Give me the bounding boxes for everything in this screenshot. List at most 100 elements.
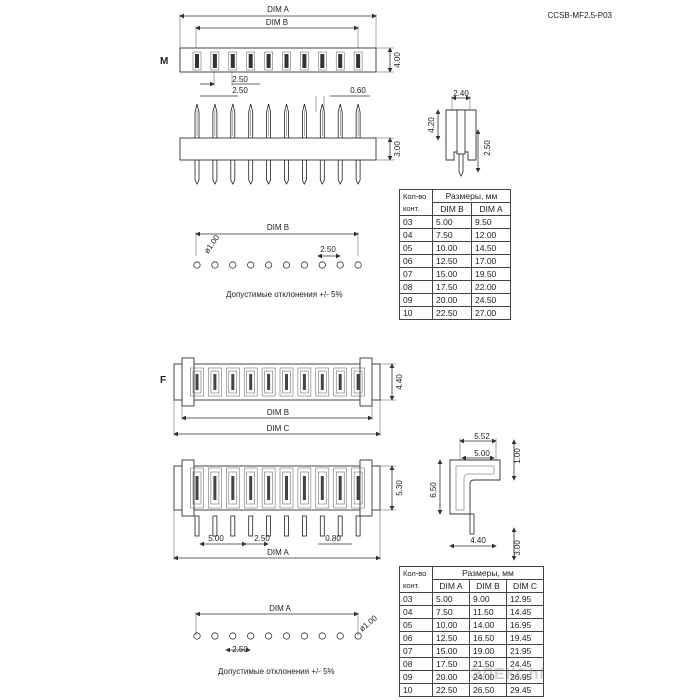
m-dim-a: DIM A: [267, 5, 289, 14]
table-f-cell: 19.00: [469, 644, 507, 658]
f-front-slot: [279, 467, 294, 509]
f-front-contact: [231, 476, 235, 500]
f-front-contact: [249, 476, 253, 500]
f-front-slot-inner: [282, 471, 291, 505]
m-pitch: 2.50: [232, 75, 248, 84]
f-front-contact: [302, 476, 306, 500]
m-footprint-hole: [300, 261, 308, 269]
m-height: 4.00: [393, 52, 402, 68]
m-top-slot: [282, 51, 291, 71]
section-f-label: F: [160, 375, 166, 386]
f-front-pin: [194, 515, 200, 537]
m-footprint-hole: [247, 261, 255, 269]
m-footprint-dim: DIM B: [267, 223, 289, 232]
table-m-cell: 5.00: [432, 215, 472, 229]
m-top-pin: [248, 54, 253, 68]
m-top-slot: [192, 51, 202, 71]
f-front-slot: [243, 467, 258, 509]
table-m-cell: 9.50: [471, 215, 511, 229]
table-m-cell: 10.00: [432, 241, 472, 255]
f-top-contact: [302, 374, 306, 390]
f-front-contact: [320, 476, 324, 500]
m-top-pin: [284, 54, 289, 68]
table-m-header-sizes: Размеры, мм: [432, 189, 511, 203]
f-front-slot-inner: [228, 471, 238, 505]
m-front-pin-bottom: [337, 159, 343, 185]
table-f-cell: 14.00: [469, 618, 507, 632]
f-footprint-hole: [229, 632, 237, 640]
f-front-contact: [267, 476, 271, 500]
m-front-pin-bottom: [266, 159, 271, 185]
table-m-header-dim-a: DIM A: [471, 202, 511, 216]
f-front-slot-inner: [335, 471, 345, 505]
table-f-cell: 04: [399, 605, 433, 619]
f-side-t: 1.00: [513, 448, 522, 464]
table-f-cell: 26.50: [469, 683, 507, 697]
m-top-slot: [228, 51, 238, 71]
table-m-cell: 24.50: [471, 293, 511, 307]
table-f-header-sizes: Размеры, мм: [432, 566, 544, 580]
table-f-cell: 10: [399, 683, 433, 697]
table-f-cell: 09: [399, 670, 433, 684]
f-front-slot: [297, 467, 312, 509]
m-side-top: 4.20: [427, 117, 436, 133]
table-f-cell: 5.00: [432, 592, 470, 606]
f-front-slot-inner: [246, 471, 255, 505]
f-hole-dia: ø1.00: [358, 613, 380, 633]
f-side-pin: 3.00: [513, 540, 522, 556]
table-f-cell: 20.00: [432, 670, 470, 684]
table-f-cell: 08: [399, 657, 433, 671]
table-m-cell: 19.50: [471, 267, 511, 281]
dimensions-table-f: Кол-во конт. Размеры, мм DIM A DIM B DIM…: [399, 566, 544, 697]
f-footprint-hole: [300, 632, 308, 640]
m-front-pin-bottom: [319, 159, 325, 185]
table-m-cell: 17.50: [432, 280, 472, 294]
table-m-cell: 08: [399, 280, 433, 294]
f-top-slot-inner: [282, 370, 291, 394]
f-top-contact: [320, 374, 324, 390]
f-footprint-hole: [354, 632, 362, 640]
table-f-header-dim-b: DIM B: [469, 579, 507, 593]
f-top-slot-inner: [246, 370, 255, 394]
table-f-cell: 16.50: [469, 631, 507, 645]
f-top-slot-inner: [335, 370, 345, 394]
table-f-cell: 22.50: [432, 683, 470, 697]
section-m-label: M: [160, 56, 168, 67]
f-top-slot-inner: [353, 370, 363, 394]
table-f-cell: 11.50: [469, 605, 507, 619]
f-top-slot: [279, 367, 294, 397]
m-footprint-hole: [211, 261, 219, 269]
f-top-slot: [190, 367, 204, 397]
table-f-cell: 07: [399, 644, 433, 658]
f-top-slot: [208, 367, 222, 397]
m-top-pin: [320, 54, 325, 68]
f-tolerance: Допустимые отклонения +/- 5%: [218, 667, 335, 676]
f-front-slot: [351, 467, 365, 509]
m-pin-length: 3.00: [393, 141, 402, 157]
f-footprint-hole: [336, 632, 344, 640]
f-top-slot-inner: [318, 370, 327, 394]
f-top-slot: [315, 367, 330, 397]
table-f-cell: 06: [399, 631, 433, 645]
m-top-pin: [338, 54, 343, 68]
m-top-pin: [302, 54, 307, 68]
f-front-pin: [284, 515, 289, 537]
m-top-pin: [212, 54, 217, 68]
m-footprint-hole: [282, 261, 291, 269]
f-front-slot-inner: [300, 471, 309, 505]
m-front-pin-bottom: [248, 159, 254, 185]
table-m-cell: 05: [399, 241, 433, 255]
f-top-contact: [285, 374, 288, 390]
f-front-pin: [212, 515, 218, 537]
m-top-pin: [230, 54, 235, 68]
f-top-slot: [243, 367, 258, 397]
f-footprint-hole: [193, 632, 201, 640]
m-top-pin: [195, 54, 199, 68]
